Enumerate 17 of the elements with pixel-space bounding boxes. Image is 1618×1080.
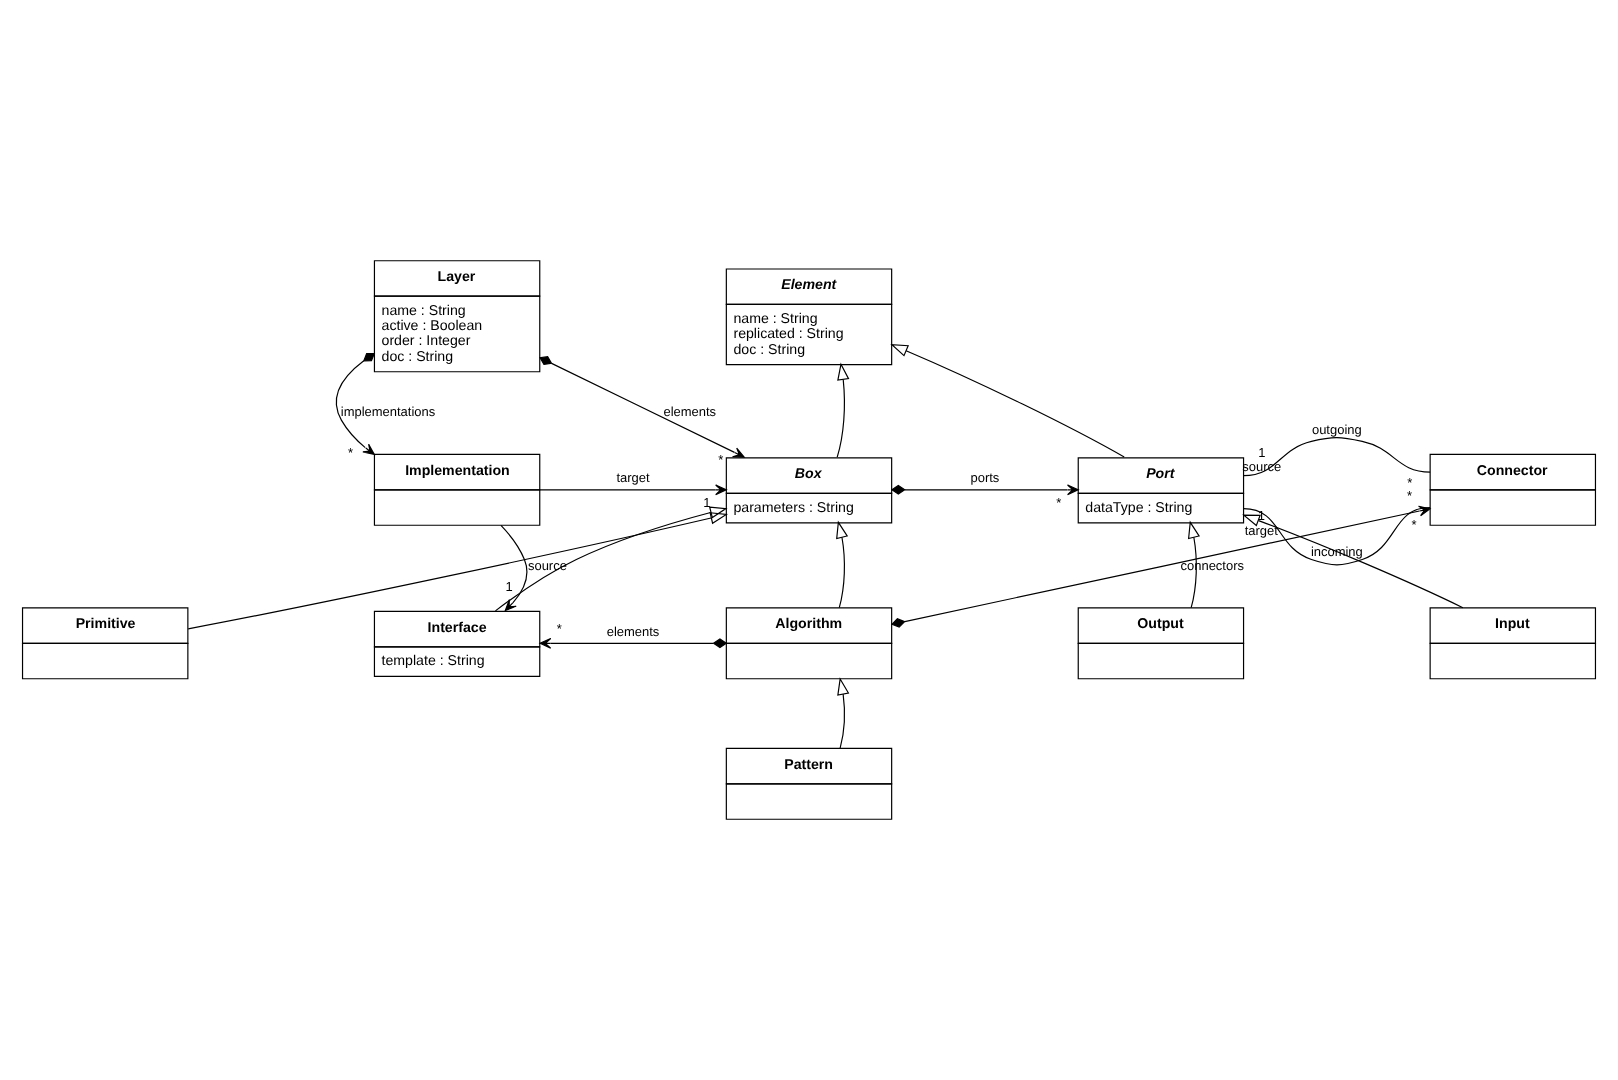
arrow [335, 352, 376, 455]
connector [1242, 437, 1431, 477]
arrow [1187, 520, 1200, 609]
arrow [539, 637, 728, 649]
arrow [890, 484, 1079, 496]
arrow [891, 505, 1431, 628]
arrow [539, 356, 745, 458]
arrow [837, 677, 850, 749]
arrow [890, 344, 1125, 458]
arrow [1242, 514, 1464, 609]
arrow [836, 520, 849, 609]
arrow [539, 484, 727, 496]
arrow [187, 512, 729, 630]
arrow [494, 506, 728, 612]
connector [1242, 506, 1431, 566]
arrow [836, 362, 850, 458]
arrow [500, 524, 528, 612]
